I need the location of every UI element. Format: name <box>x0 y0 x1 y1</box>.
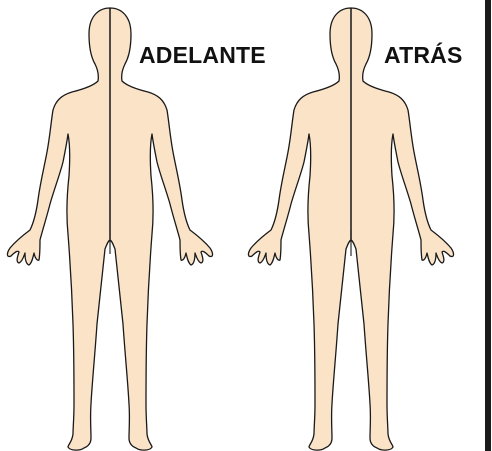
back-view-label: ATRÁS <box>384 42 463 69</box>
front-view-label: ADELANTE <box>139 42 266 69</box>
right-border-rule <box>485 0 491 451</box>
back-body-figure <box>248 8 453 450</box>
front-body-figure <box>7 8 212 450</box>
